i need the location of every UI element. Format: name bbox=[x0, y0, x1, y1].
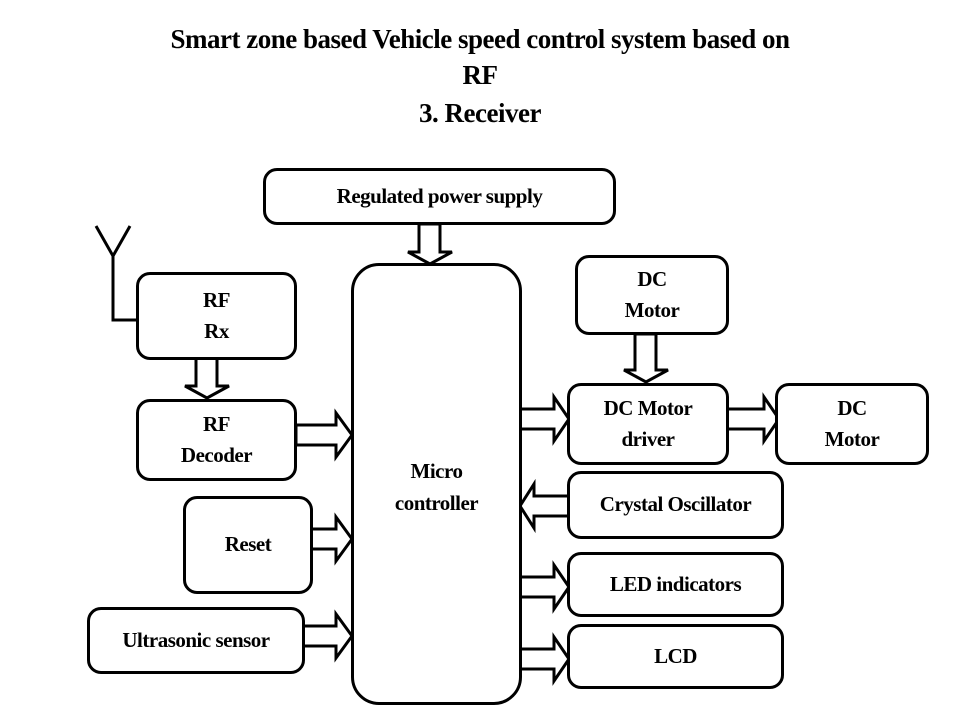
block-label: RF Rx bbox=[203, 287, 231, 344]
title-line-2: RF bbox=[462, 60, 499, 90]
block-microcontroller: Micro controller bbox=[351, 263, 522, 705]
block-crystal-oscillator: Crystal Oscillator bbox=[567, 471, 784, 539]
block-reset: Reset bbox=[183, 496, 313, 594]
block-label: DC Motor bbox=[624, 266, 680, 323]
title-line-3: 3. Receiver bbox=[419, 98, 541, 128]
block-dc-motor-right: DC Motor bbox=[775, 383, 929, 465]
arrow-mcu-to-led bbox=[518, 560, 571, 614]
block-label: Crystal Oscillator bbox=[599, 492, 752, 517]
arrow-power-to-mcu bbox=[407, 222, 453, 266]
antenna-wire bbox=[111, 256, 137, 322]
antenna-icon bbox=[94, 225, 132, 260]
arrow-mcu-to-lcd bbox=[518, 632, 571, 686]
arrow-crystal-to-mcu bbox=[518, 478, 571, 534]
arrow-decoder-to-mcu bbox=[294, 408, 354, 462]
block-rf-decoder: RF Decoder bbox=[136, 399, 297, 481]
arrow-rx-to-decoder bbox=[184, 356, 230, 400]
arrow-ultrasonic-to-mcu bbox=[301, 609, 354, 663]
arrow-motor-to-driver bbox=[623, 332, 669, 384]
block-label: LED indicators bbox=[609, 571, 742, 596]
block-label: Ultrasonic sensor bbox=[122, 627, 270, 652]
block-regulated-power-supply: Regulated power supply bbox=[263, 168, 616, 225]
block-label: LCD bbox=[654, 643, 697, 668]
block-ultrasonic-sensor: Ultrasonic sensor bbox=[87, 607, 305, 674]
block-label: Reset bbox=[224, 532, 272, 557]
block-dc-motor-top: DC Motor bbox=[575, 255, 729, 335]
block-label: Regulated power supply bbox=[336, 183, 543, 208]
arrow-mcu-to-driver bbox=[518, 392, 571, 446]
block-label: DC Motor bbox=[824, 395, 880, 452]
block-label: RF Decoder bbox=[180, 411, 253, 468]
arrow-reset-to-mcu bbox=[309, 512, 354, 566]
block-label: DC Motor driver bbox=[603, 395, 693, 452]
title-line-1: Smart zone based Vehicle speed control s… bbox=[170, 24, 790, 54]
block-rf-rx: RF Rx bbox=[136, 272, 297, 360]
block-dc-motor-driver: DC Motor driver bbox=[567, 383, 729, 465]
arrow-driver-to-motor bbox=[725, 392, 781, 446]
block-label: Micro controller bbox=[394, 459, 479, 515]
block-lcd: LCD bbox=[567, 624, 784, 689]
block-led-indicators: LED indicators bbox=[567, 552, 784, 617]
